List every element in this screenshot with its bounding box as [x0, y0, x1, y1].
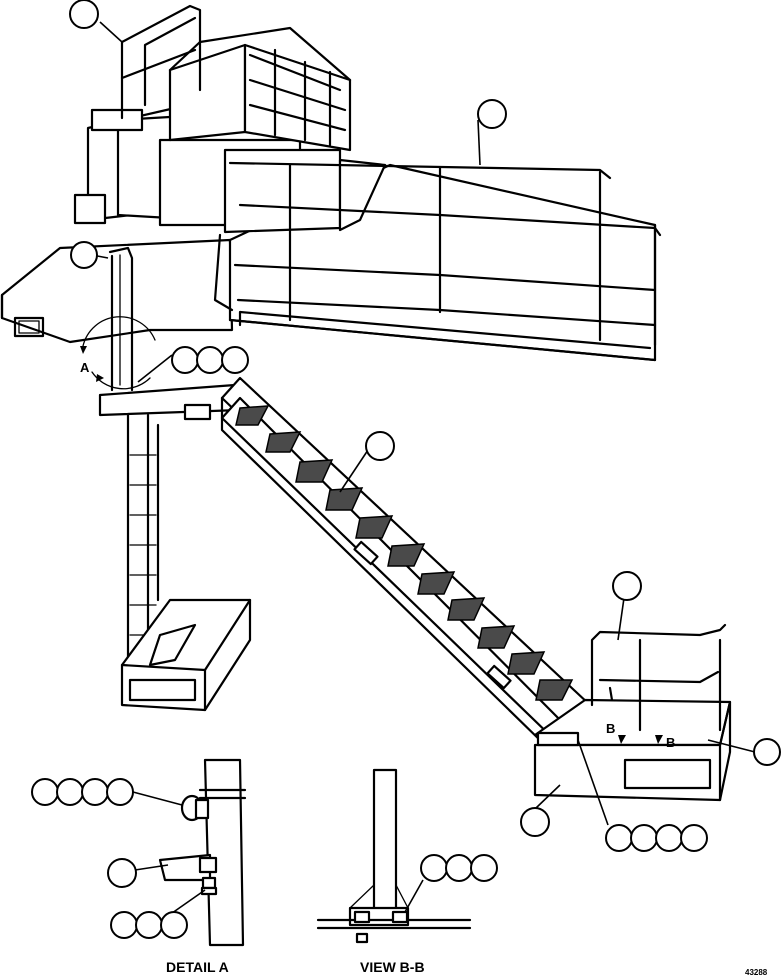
section-b-marker-right: B [666, 735, 675, 750]
radiator-grille [248, 48, 347, 147]
upper-landing [98, 383, 242, 421]
callout-bubble [81, 778, 109, 806]
callout-bubble [135, 911, 163, 939]
lower-right-platform: B B [533, 623, 732, 802]
walkway-guardrail [213, 161, 662, 347]
access-post [108, 246, 134, 392]
callout-bubble [107, 858, 137, 888]
callout-bubble [605, 824, 633, 852]
drawing-number: 43288 [745, 968, 768, 977]
callout-bubble [365, 431, 395, 461]
callout-bubble [221, 346, 249, 374]
view-bb-caption: VIEW B-B [360, 959, 425, 975]
lower-left-base [120, 598, 252, 712]
section-b-marker-left: B [606, 721, 615, 736]
detail-a-caption: DETAIL A [166, 959, 229, 975]
view-bb: VIEW B-B [316, 768, 472, 975]
lower-guardrail [590, 623, 727, 732]
detail-a-view: DETAIL A [158, 758, 247, 975]
callout-bubble [56, 778, 84, 806]
callout-bubble [445, 854, 473, 882]
callout-bubble [31, 778, 59, 806]
section-a-marker: A [80, 360, 90, 375]
callout-bubble [160, 911, 188, 939]
callout-bubble [470, 854, 498, 882]
callout-bubble [106, 778, 134, 806]
callout-bubbles [31, 0, 781, 939]
callout-bubble [420, 854, 448, 882]
vertical-ladder [126, 413, 160, 672]
callout-bubble [612, 571, 642, 601]
callout-bubble [69, 0, 99, 29]
callout-bubble [70, 241, 98, 269]
callout-bubble [477, 99, 507, 129]
callout-bubble [655, 824, 683, 852]
upper-platform-assembly: A [0, 4, 662, 392]
callout-bubble [753, 738, 781, 766]
callout-bubble [680, 824, 708, 852]
callout-bubble [171, 346, 199, 374]
callout-bubble [630, 824, 658, 852]
callout-bubble [110, 911, 138, 939]
top-guardrail [120, 4, 202, 120]
callout-bubble [196, 346, 224, 374]
callout-bubble [520, 807, 550, 837]
staircase [220, 376, 592, 747]
